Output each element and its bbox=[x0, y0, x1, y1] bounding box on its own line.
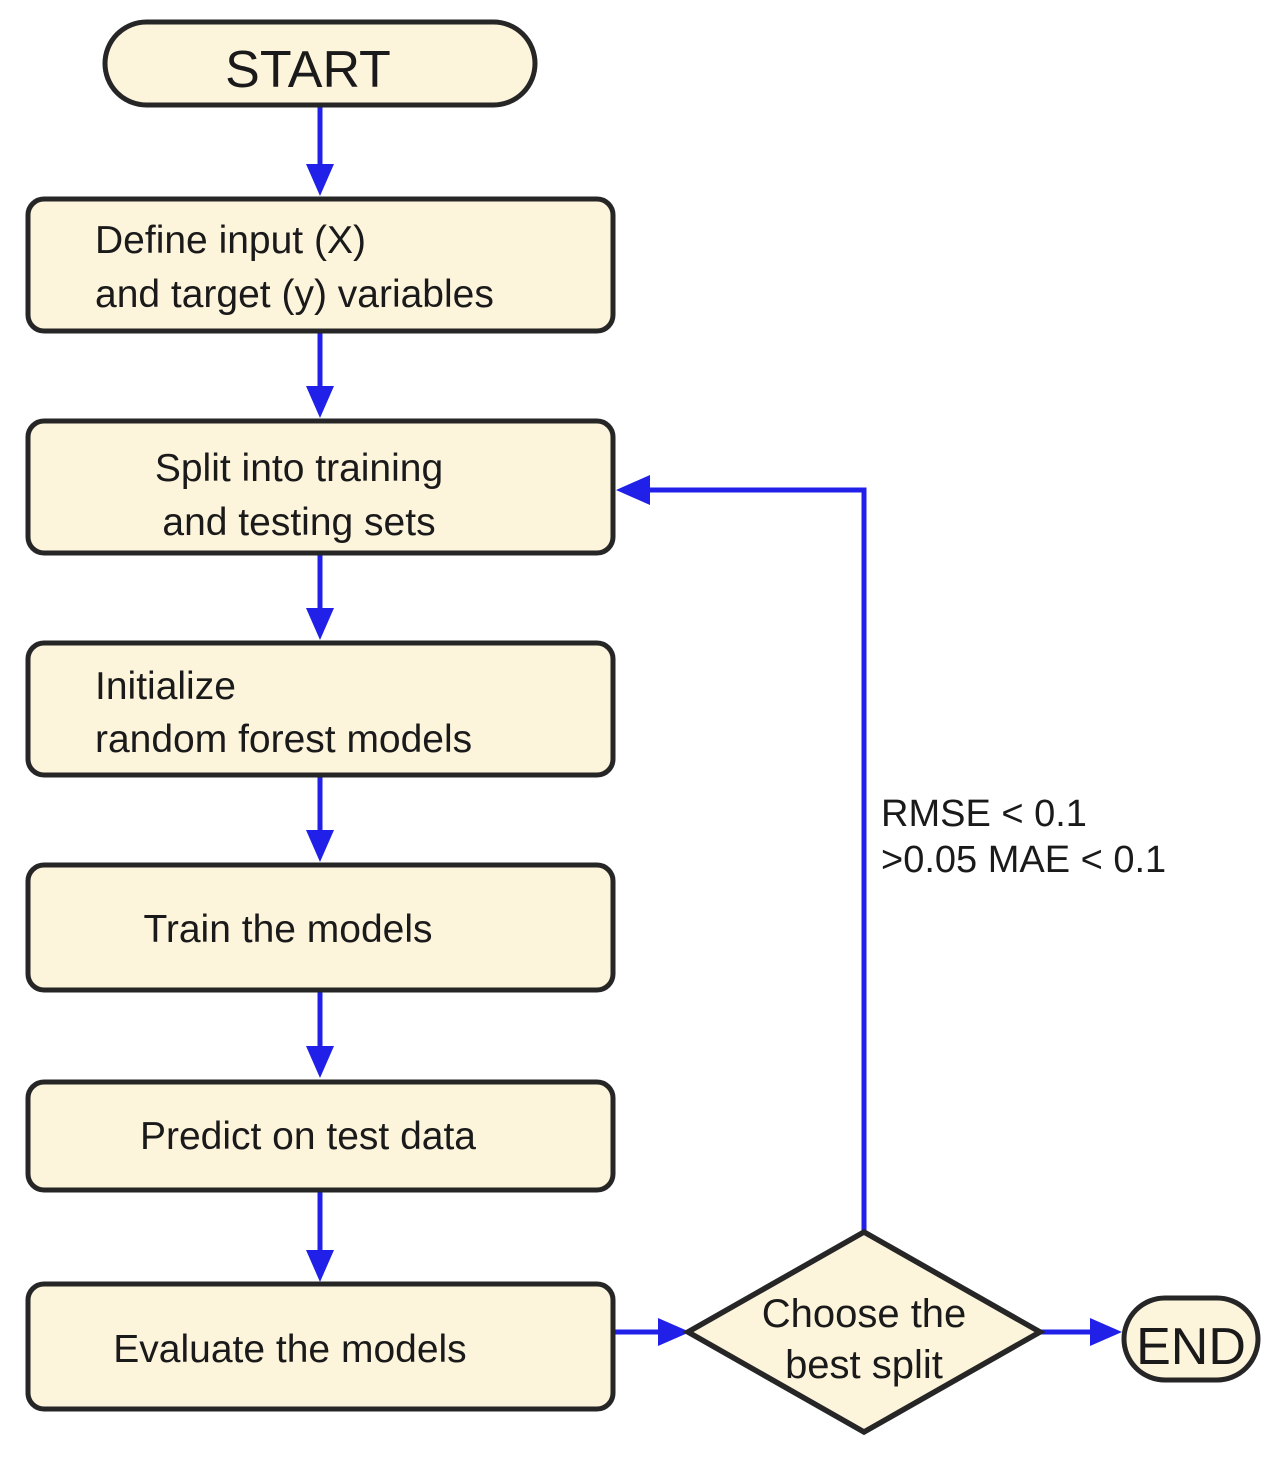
edge-choose-to-end bbox=[1040, 1318, 1122, 1346]
node-choose-split-line1: Choose the bbox=[762, 1292, 967, 1336]
edge-feedback-label-line2: >0.05 MAE < 0.1 bbox=[881, 839, 1166, 881]
node-choose-split-line2: best split bbox=[785, 1343, 943, 1387]
node-predict-test[interactable]: Predict on test data bbox=[25, 1079, 616, 1193]
edge-feedback-loop bbox=[616, 475, 867, 1232]
node-end-label: END bbox=[1136, 1318, 1246, 1376]
node-define-variables-line2: and target (y) variables bbox=[95, 273, 494, 316]
node-evaluate-models-label: Evaluate the models bbox=[113, 1328, 466, 1371]
node-initialize-models[interactable]: Initialize random forest models bbox=[25, 640, 616, 778]
node-define-variables[interactable]: Define input (X) and target (y) variable… bbox=[25, 196, 616, 334]
node-evaluate-models[interactable]: Evaluate the models bbox=[25, 1281, 616, 1412]
node-predict-test-label: Predict on test data bbox=[140, 1115, 476, 1158]
node-initialize-models-line1: Initialize bbox=[95, 665, 236, 708]
node-split-sets-line2: and testing sets bbox=[162, 501, 435, 544]
node-initialize-models-line2: random forest models bbox=[95, 718, 472, 761]
node-train-models-label: Train the models bbox=[143, 908, 432, 951]
edge-feedback-label: RMSE < 0.1 >0.05 MAE < 0.1 bbox=[881, 793, 1166, 881]
node-train-models[interactable]: Train the models bbox=[25, 862, 616, 993]
edge-define-to-split bbox=[306, 331, 334, 418]
edge-feedback-label-line1: RMSE < 0.1 bbox=[881, 793, 1087, 835]
node-start[interactable]: START bbox=[102, 19, 538, 108]
node-split-sets[interactable]: Split into training and testing sets bbox=[25, 418, 616, 556]
node-split-sets-line1: Split into training bbox=[155, 447, 443, 490]
node-end[interactable]: END bbox=[1121, 1295, 1261, 1383]
edge-train-to-predict bbox=[306, 990, 334, 1078]
edge-start-to-define bbox=[306, 105, 334, 196]
node-choose-split[interactable]: Choose the best split bbox=[682, 1228, 1046, 1436]
edge-split-to-initialize bbox=[306, 553, 334, 640]
edge-predict-to-evaluate bbox=[306, 1190, 334, 1282]
node-start-label: START bbox=[225, 41, 391, 99]
node-define-variables-line1: Define input (X) bbox=[95, 219, 366, 262]
edge-initialize-to-train bbox=[306, 775, 334, 862]
edge-evaluate-to-choose bbox=[614, 1318, 690, 1346]
